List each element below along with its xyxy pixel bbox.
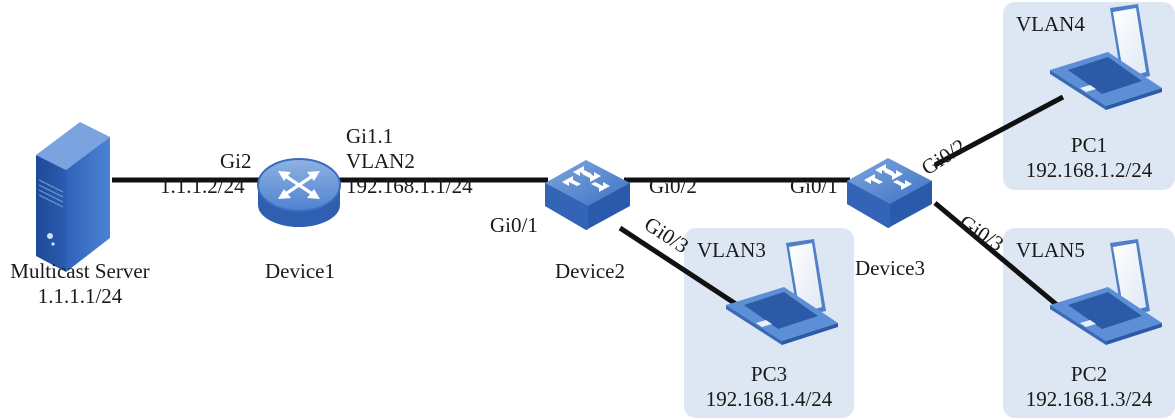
pc3-name: PC3 [750, 362, 788, 386]
device1-right-port: Gi1.1 [346, 124, 394, 148]
router-icon[interactable] [257, 158, 341, 227]
links [112, 94, 1065, 313]
switch-icon[interactable] [847, 158, 932, 228]
laptop-icon[interactable] [726, 239, 838, 345]
device1-right-vlan: VLAN2 [346, 149, 415, 173]
pc2-ip: 192.168.1.3/24 [1025, 387, 1153, 411]
link-device3-pc2 [933, 201, 1065, 312]
device2-port-right: Gi0/2 [649, 174, 697, 198]
device1-left-ip: 1.1.1.2/24 [160, 174, 245, 198]
server-name: Multicast Server [10, 259, 150, 283]
laptop-icon[interactable] [1050, 4, 1162, 110]
pc1-ip: 192.168.1.2/24 [1025, 158, 1153, 182]
link-device3-pc1 [933, 94, 1065, 168]
server-icon[interactable] [36, 122, 110, 272]
pc1-vlan: VLAN4 [1016, 12, 1085, 36]
pc2-name: PC2 [1070, 362, 1108, 386]
link-device2-pc3 [618, 225, 747, 313]
device3-port-left: Gi0/1 [790, 174, 838, 198]
device2-name: Device2 [555, 259, 625, 283]
device2-port-left: Gi0/1 [490, 213, 538, 237]
laptop-icon[interactable] [1050, 239, 1162, 345]
switch-icon[interactable] [545, 160, 630, 230]
device1-left-port: Gi2 [220, 149, 252, 173]
pc2-vlan: VLAN5 [1016, 238, 1085, 262]
pc3-ip: 192.168.1.4/24 [705, 387, 833, 411]
device1-name: Device1 [265, 259, 335, 283]
device3-name: Device3 [855, 256, 925, 280]
pc1-name: PC1 [1070, 133, 1108, 157]
server-ip: 1.1.1.1/24 [37, 284, 123, 308]
device1-right-ip: 192.168.1.1/24 [346, 174, 473, 198]
pc3-vlan: VLAN3 [697, 238, 766, 262]
